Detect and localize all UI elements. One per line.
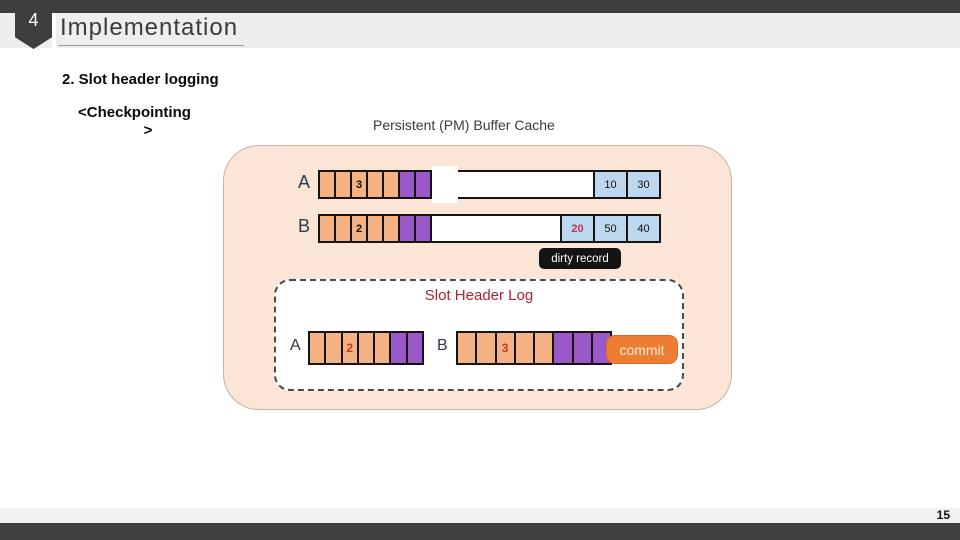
log-row-a: 2 — [308, 331, 424, 365]
slot-header-cell — [391, 333, 408, 363]
erased-region-patch — [432, 166, 458, 203]
cache-row-b: 2 20 50 40 — [318, 214, 661, 243]
slot-cell — [384, 172, 400, 197]
slot-cell — [336, 216, 352, 241]
slot-cell — [375, 333, 392, 363]
cache-row-a: 3 10 30 — [318, 166, 661, 203]
free-space — [432, 216, 560, 241]
top-accent-bar — [0, 0, 960, 13]
slot-header-cell — [573, 333, 593, 363]
slot-cell — [358, 333, 376, 363]
record-cell: 40 — [626, 216, 659, 241]
slot-header-cell — [400, 216, 416, 241]
page-number: 15 — [936, 508, 950, 522]
bottom-accent-bar — [0, 523, 960, 540]
slot-header-log-title: Slot Header Log — [424, 287, 534, 304]
buffer-cache-title: Persistent (PM) Buffer Cache — [373, 117, 555, 133]
slot-cell — [384, 216, 400, 241]
slot-cell — [310, 333, 327, 363]
slot-header-cell — [416, 172, 432, 197]
page-number-band: 15 — [0, 508, 960, 523]
badge-divider — [52, 13, 56, 48]
slot-cell — [368, 172, 384, 197]
slot-cell — [477, 333, 497, 363]
slot-header-log-box: Slot Header Log A 2 B 3 — [274, 279, 684, 391]
record-cell: 30 — [626, 172, 659, 197]
log-row-b: 3 — [456, 331, 612, 365]
header-band — [0, 13, 960, 48]
title-underline — [58, 45, 244, 46]
dirty-record-cell: 20 — [560, 216, 593, 241]
log-row-b-label: B — [437, 337, 448, 354]
checkpointing-label-line1: <Checkpointing — [78, 104, 191, 121]
slot-cell — [326, 333, 343, 363]
record-cell: 50 — [593, 216, 626, 241]
slot-cell-numbered: 3 — [352, 172, 368, 197]
slot-cell — [336, 172, 352, 197]
slide-title: Implementation — [60, 14, 239, 41]
cache-row-a-label: A — [298, 172, 311, 192]
log-row-a-label: A — [290, 337, 301, 354]
slot-cell — [368, 216, 384, 241]
slot-cell — [515, 333, 535, 363]
slot-cell — [320, 172, 336, 197]
record-cell: 10 — [593, 172, 626, 197]
section-number-badge: 4 — [15, 0, 52, 49]
commit-button[interactable]: commit — [606, 335, 678, 364]
slot-header-cell — [416, 216, 432, 241]
slot-cell-numbered: 2 — [342, 333, 359, 363]
checkpointing-label: <Checkpointing > — [78, 104, 218, 140]
slot-cell — [458, 333, 478, 363]
section-heading: 2. Slot header logging — [62, 71, 219, 88]
slot-cell — [320, 216, 336, 241]
dirty-record-callout: dirty record — [539, 248, 621, 269]
slot-cell-numbered: 3 — [496, 333, 516, 363]
free-space — [432, 172, 593, 197]
checkpointing-label-line2: > — [143, 122, 153, 139]
slot-cell-numbered: 2 — [352, 216, 368, 241]
slot-header-cell — [554, 333, 574, 363]
cache-row-b-label: B — [298, 216, 311, 236]
slot-header-cell — [592, 333, 610, 363]
buffer-cache-container: A 3 10 30 B 2 20 50 40 — [223, 145, 732, 410]
slot-cell — [535, 333, 555, 363]
slot-header-cell — [400, 172, 416, 197]
slot-header-cell — [407, 333, 422, 363]
